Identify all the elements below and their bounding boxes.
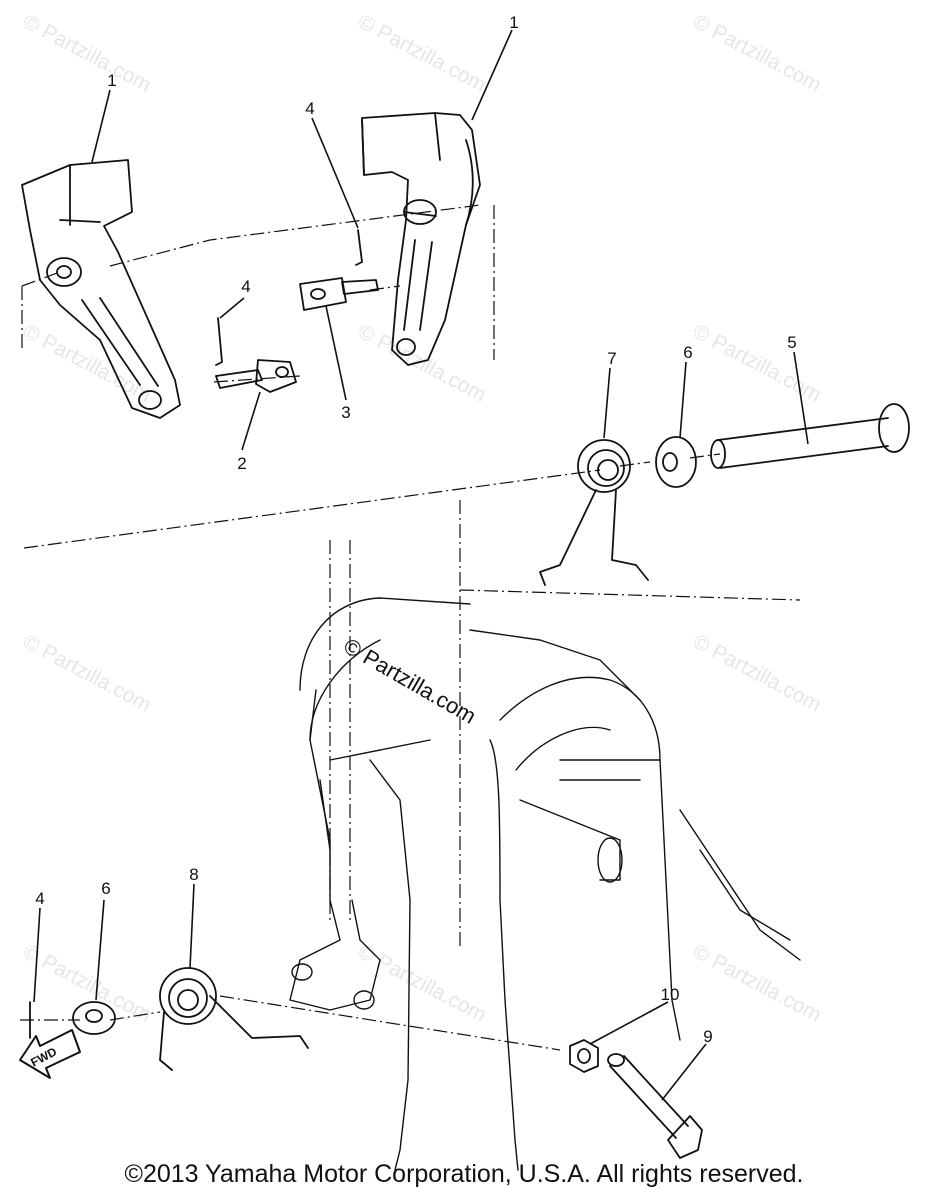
callout-label: 4 xyxy=(305,99,315,118)
bolt-part xyxy=(607,1053,703,1159)
callout-label: 10 xyxy=(660,985,680,1004)
leader-lines xyxy=(33,29,809,1101)
callout-label: 2 xyxy=(237,454,247,473)
assembly-center-lines xyxy=(20,204,801,1051)
fwd-arrow xyxy=(19,1029,81,1079)
callout-label: 5 xyxy=(787,333,797,352)
callout-label: 7 xyxy=(607,349,617,368)
copyright-notice: ©2013 Yamaha Motor Corporation, U.S.A. A… xyxy=(124,1160,804,1188)
left-lever-part xyxy=(21,159,181,419)
clip-pin-part xyxy=(215,317,223,366)
washer-part xyxy=(72,1001,116,1035)
callout-label: 8 xyxy=(189,865,199,884)
joint-part xyxy=(299,277,379,311)
callout-label: 3 xyxy=(341,403,351,422)
callout-label: 6 xyxy=(683,343,693,362)
torsion-spring-part xyxy=(159,967,309,1071)
callout-label: 9 xyxy=(703,1027,713,1046)
callout-label: 1 xyxy=(107,71,117,90)
callout-label: 1 xyxy=(509,13,519,32)
nut-part xyxy=(569,1039,599,1073)
right-lever-part xyxy=(361,112,481,366)
callout-label: 4 xyxy=(241,277,251,296)
callout-label: 6 xyxy=(101,879,111,898)
callout-label: 4 xyxy=(35,889,45,908)
shaft-bolt-part xyxy=(710,403,910,469)
joint-part xyxy=(215,359,297,393)
washer-part xyxy=(655,436,697,488)
main-bracket-structure xyxy=(289,597,801,1171)
clip-pin-part xyxy=(355,229,363,266)
torsion-spring-part xyxy=(539,439,649,586)
